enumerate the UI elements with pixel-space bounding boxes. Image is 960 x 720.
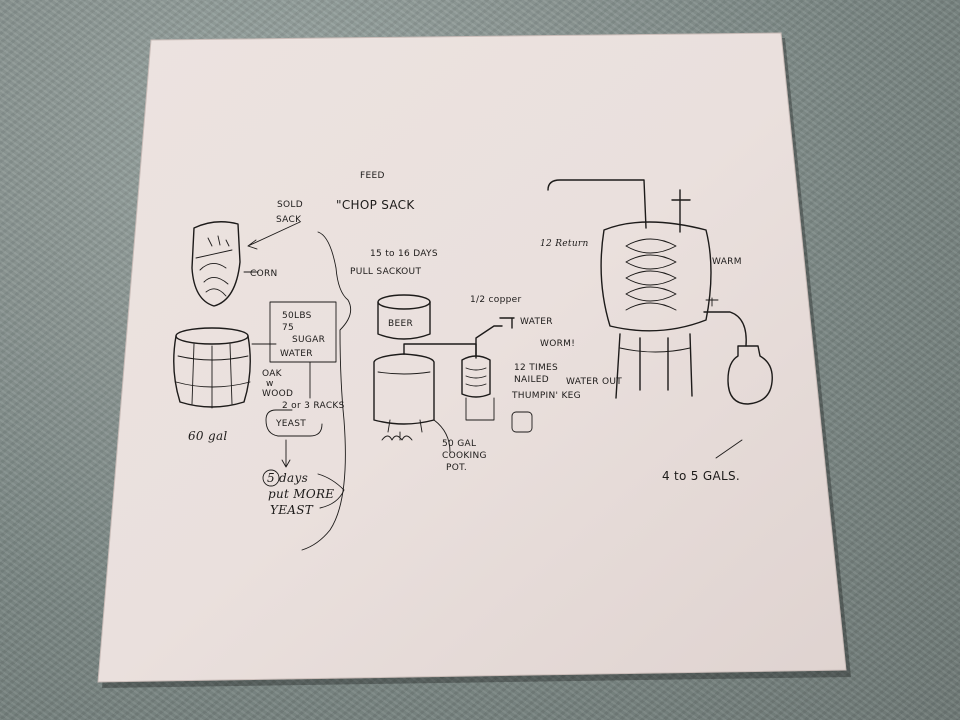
days-15-label: 15 to 16 DAYS: [370, 249, 438, 259]
oak-label: OAK: [262, 369, 283, 379]
sugar-amount-label: 50LBS: [282, 311, 312, 321]
corn-sack-drawing: [191, 221, 241, 307]
thumpin-keg-label: THUMPIN' KEG: [511, 391, 581, 401]
oak-label-3: WOOD: [262, 389, 293, 399]
days-label: 5 days: [267, 471, 308, 485]
sugar-amount-label-2: 75: [282, 323, 294, 333]
gallons-60-label: 60 gal: [188, 429, 228, 443]
water-in-label: WATER: [520, 317, 553, 327]
warm-label: WARM: [712, 257, 742, 267]
thumpin-keg-drawing: [461, 317, 533, 433]
sold-label: SOLD: [277, 200, 303, 210]
put-more-label: put MORE: [268, 487, 334, 501]
racks-label: 2 or 3 RACKS: [282, 401, 345, 411]
cooking-pot-label-3: POT.: [446, 463, 467, 473]
water-out-label: WATER OUT: [566, 377, 622, 387]
chop-sack-label: "CHOP SACK: [336, 198, 415, 212]
yeast-label: YEAST: [275, 419, 306, 429]
corn-label: CORN: [250, 269, 278, 279]
pull-sack-label: PULL SACKOUT: [350, 267, 421, 277]
still-with-worm-drawing: [547, 179, 747, 399]
sugar-label: SUGAR: [292, 335, 325, 345]
beer-label: BEER: [388, 319, 413, 329]
beer-keg-drawing: [377, 294, 431, 340]
gallons-output-label: 4 to 5 GALS.: [662, 469, 740, 483]
copper-label: 1/2 copper: [470, 295, 521, 305]
still-sketch-drawing: SOLD FEED SACK "CHOP SACK CORN 50LBS 75 …: [173, 171, 773, 551]
feed-label: FEED: [360, 171, 385, 181]
worm-label: WORM!: [540, 339, 575, 349]
return-12-label: 12 Return: [540, 239, 589, 249]
nailed-label: NAILED: [514, 375, 549, 385]
oak-label-2: w: [266, 379, 274, 389]
yeast-2-label: YEAST: [270, 503, 314, 517]
cooking-pot-label-2: COOKING: [442, 451, 487, 461]
whiskey-jug-drawing: [715, 345, 773, 459]
sack-label: SACK: [276, 215, 302, 225]
times-12-label: 12 TIMES: [514, 363, 558, 373]
water-label: WATER: [280, 349, 313, 359]
cooking-pot-label: 50 GAL: [442, 439, 476, 449]
mash-barrel-drawing: [173, 327, 251, 409]
